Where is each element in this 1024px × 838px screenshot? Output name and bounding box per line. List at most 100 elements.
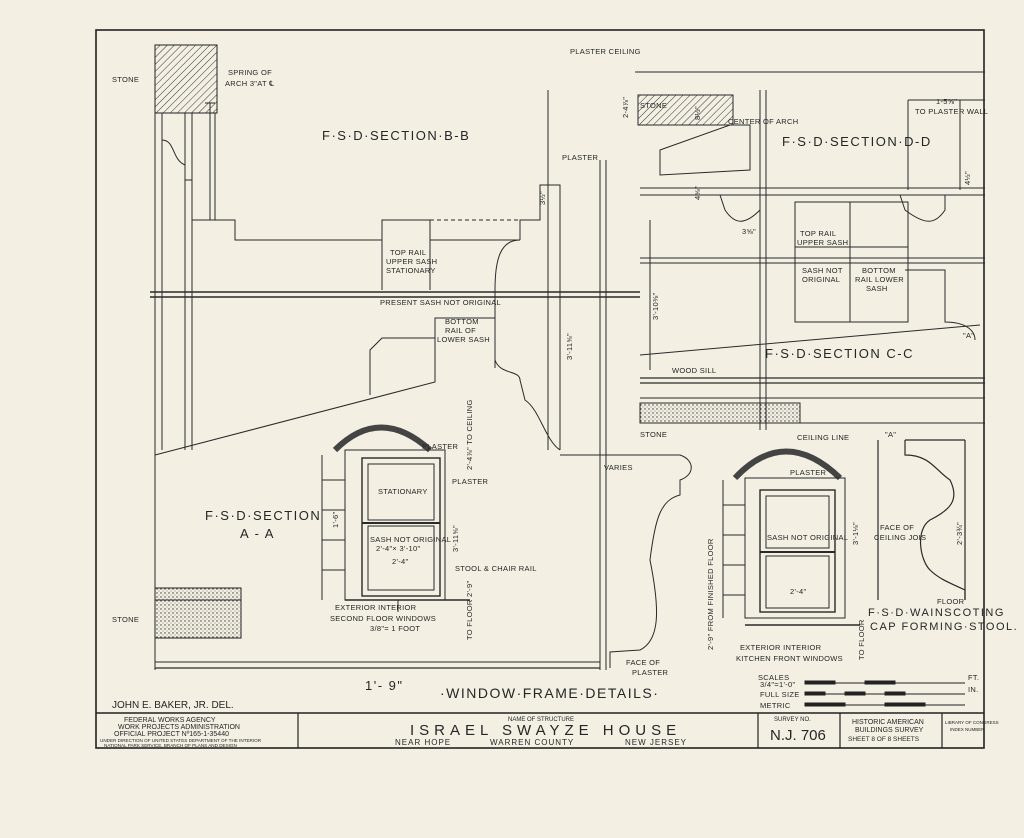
plaster-label-top: PLASTER bbox=[562, 153, 599, 162]
section-bb-drawing bbox=[150, 44, 640, 670]
scale-metric: METRIC bbox=[760, 701, 791, 710]
dd-bottom-1: BOTTOM bbox=[862, 266, 896, 275]
wainscot-title-1: F·S·D·WAINSCOTING bbox=[868, 607, 1005, 619]
second-floor-window-drawing bbox=[321, 424, 470, 612]
bottom-rail-label-1: BOTTOM bbox=[445, 317, 479, 326]
stone-label-top: STONE bbox=[112, 75, 139, 84]
loc-line-1: LIBRARY OF CONGRESS bbox=[945, 720, 999, 725]
dim-1-5-8: 1-5⅝" bbox=[936, 97, 957, 106]
sash-size-label: 2'-4"× 3'-10" bbox=[376, 544, 420, 553]
center-arch-label: CENTER OF ARCH bbox=[728, 117, 798, 126]
face-ceiling-1: FACE OF bbox=[880, 523, 914, 532]
location-near: NEAR HOPE bbox=[395, 738, 451, 747]
agency-line-2: WORK PROJECTS ADMINISTRATION bbox=[118, 724, 240, 731]
to-floor-w2: TO FLOOR bbox=[857, 619, 866, 660]
dim-3-8: 3⅝" bbox=[742, 227, 756, 236]
loc-line-2: INDEX NUMBER bbox=[950, 727, 985, 732]
dim-4-1-2: 4½" bbox=[963, 171, 972, 185]
scale-bars bbox=[804, 680, 965, 707]
face-plaster-2: PLASTER bbox=[632, 668, 669, 677]
section-bb-title: F·S·D·SECTION·B-B bbox=[322, 128, 470, 143]
agency-line-4: UNDER DIRECTION OF UNITED STATES DEPARTM… bbox=[100, 738, 262, 743]
to-plaster-wall-label: TO PLASTER WALL bbox=[915, 107, 988, 116]
w1-caption-1: EXTERIOR INTERIOR bbox=[335, 603, 417, 612]
top-rail-label-2: UPPER SASH bbox=[386, 257, 437, 266]
sheet-number: SHEET 8 OF 8 SHEETS bbox=[848, 736, 920, 743]
dim-2-4-7-8: 2-4⅞" bbox=[621, 97, 630, 118]
drawing-title: ·WINDOW·FRAME·DETAILS· bbox=[440, 685, 659, 701]
plaster-w2: PLASTER bbox=[790, 468, 827, 477]
stool-rail-label: STOOL & CHAIR RAIL bbox=[455, 564, 537, 573]
agency-line-1: FEDERAL WORKS AGENCY bbox=[124, 717, 216, 724]
dim-2-4-w1: 2'-4" bbox=[392, 557, 408, 566]
present-sash-label: PRESENT SASH NOT ORIGINAL bbox=[380, 298, 501, 307]
bottom-rail-label-2: RAIL OF bbox=[445, 326, 476, 335]
section-aa-title-1: F·S·D·SECTION bbox=[205, 508, 321, 523]
survey-number: N.J. 706 bbox=[770, 727, 826, 744]
scales-label: SCALES bbox=[758, 673, 789, 682]
plaster-w1a: PLASTER bbox=[422, 442, 459, 451]
dd-top-rail-2: UPPER SASH bbox=[797, 238, 848, 247]
dim-2-3-4: 2'-3¾" bbox=[955, 522, 964, 545]
section-dd-drawing bbox=[635, 71, 985, 430]
to-floor-w1: TO FLOOR 2'-9" bbox=[465, 581, 474, 640]
scale-ft: FT. bbox=[968, 673, 979, 682]
top-rail-label-1: TOP RAIL bbox=[390, 248, 426, 257]
spring-label-1: SPRING OF bbox=[228, 68, 272, 77]
stone-dd-label: STONE bbox=[640, 101, 667, 110]
dim-3-1-2: 3½" bbox=[538, 191, 547, 205]
from-floor-label: 2'-9" FROM FINISHED FLOOR bbox=[706, 538, 715, 650]
face-plaster-1: FACE OF bbox=[626, 658, 660, 667]
wainscot-title-2: CAP FORMING·STOOL. bbox=[870, 621, 1018, 633]
w1-scale: 3/8"= 1 FOOT bbox=[370, 624, 420, 633]
dim-2-4-w2: 2'-4" bbox=[790, 587, 806, 596]
wainscoting-cap-drawing bbox=[877, 439, 966, 600]
scale-full-size: FULL SIZE bbox=[760, 690, 800, 699]
bottom-rail-label-3: LOWER SASH bbox=[437, 335, 490, 344]
floor-label: FLOOR bbox=[937, 597, 965, 606]
dim-4-5-8: 4⅝" bbox=[693, 186, 702, 200]
section-cc-title: F·S·D·SECTION C-C bbox=[765, 346, 914, 361]
section-aa-drawing bbox=[154, 90, 692, 669]
location-county: WARREN COUNTY bbox=[490, 738, 574, 747]
habs-line-1: HISTORIC AMERICAN bbox=[852, 719, 924, 726]
w1-caption-2: SECOND FLOOR WINDOWS bbox=[330, 614, 436, 623]
sash-not-2: ORIGINAL bbox=[802, 275, 840, 284]
sash-not-orig-w1: SASH NOT ORIGINAL bbox=[370, 535, 451, 544]
stone-cc-label: STONE bbox=[640, 430, 667, 439]
dim-3-1-8: 3'-1⅛" bbox=[851, 522, 860, 545]
location-state: NEW JERSEY bbox=[625, 738, 687, 747]
survey-no-label: SURVEY NO. bbox=[774, 717, 811, 723]
sash-not-orig-w2: SASH NOT ORIGINAL bbox=[767, 533, 848, 542]
agency-line-3: OFFICIAL PROJECT Nº165-1-35440 bbox=[114, 731, 229, 738]
habs-line-2: BUILDINGS SURVEY bbox=[855, 727, 924, 734]
name-of-structure-label: NAME OF STRUCTURE bbox=[508, 717, 574, 723]
top-rail-label-3: STATIONARY bbox=[386, 266, 436, 275]
a-mark-2: "A" bbox=[885, 430, 896, 439]
stone-bottom-label: STONE bbox=[112, 615, 139, 624]
stationary-label: STATIONARY bbox=[378, 487, 428, 496]
dd-bottom-2: RAIL LOWER bbox=[855, 275, 904, 284]
to-ceiling-label: 2'-4⅞" TO CEILING bbox=[465, 399, 474, 470]
dim-1-9: 1'- 9" bbox=[365, 678, 404, 693]
kitchen-window-drawing bbox=[722, 448, 860, 626]
face-ceiling-2: CEILING JOIS bbox=[874, 533, 926, 542]
scale-three-quarter: 3/4"=1'-0" bbox=[760, 680, 795, 689]
dim-3-10: 3'-10⅜" bbox=[651, 293, 660, 320]
dim-1-6: 1'-6" bbox=[331, 512, 340, 528]
ceiling-line-label: CEILING LINE bbox=[797, 433, 849, 442]
dd-bottom-3: SASH bbox=[866, 284, 888, 293]
plaster-w1b: PLASTER bbox=[452, 477, 489, 486]
wood-sill-label: WOOD SILL bbox=[672, 366, 716, 375]
varies-label: VARIES bbox=[604, 463, 633, 472]
dim-3-11: 3'-11⅝" bbox=[565, 333, 574, 360]
delineator: JOHN E. BAKER, JR. DEL. bbox=[112, 700, 234, 711]
sheet-border bbox=[95, 29, 985, 749]
a-mark: "A" bbox=[963, 331, 974, 340]
agency-line-5: NATIONAL PARK SERVICE, BRANCH OF PLANS A… bbox=[104, 743, 237, 748]
section-dd-title: F·S·D·SECTION·D-D bbox=[782, 134, 932, 149]
structure-name: ISRAEL SWAYZE HOUSE bbox=[410, 722, 681, 739]
section-aa-title-2: A - A bbox=[240, 526, 275, 541]
w2-caption-2: KITCHEN FRONT WINDOWS bbox=[736, 654, 843, 663]
